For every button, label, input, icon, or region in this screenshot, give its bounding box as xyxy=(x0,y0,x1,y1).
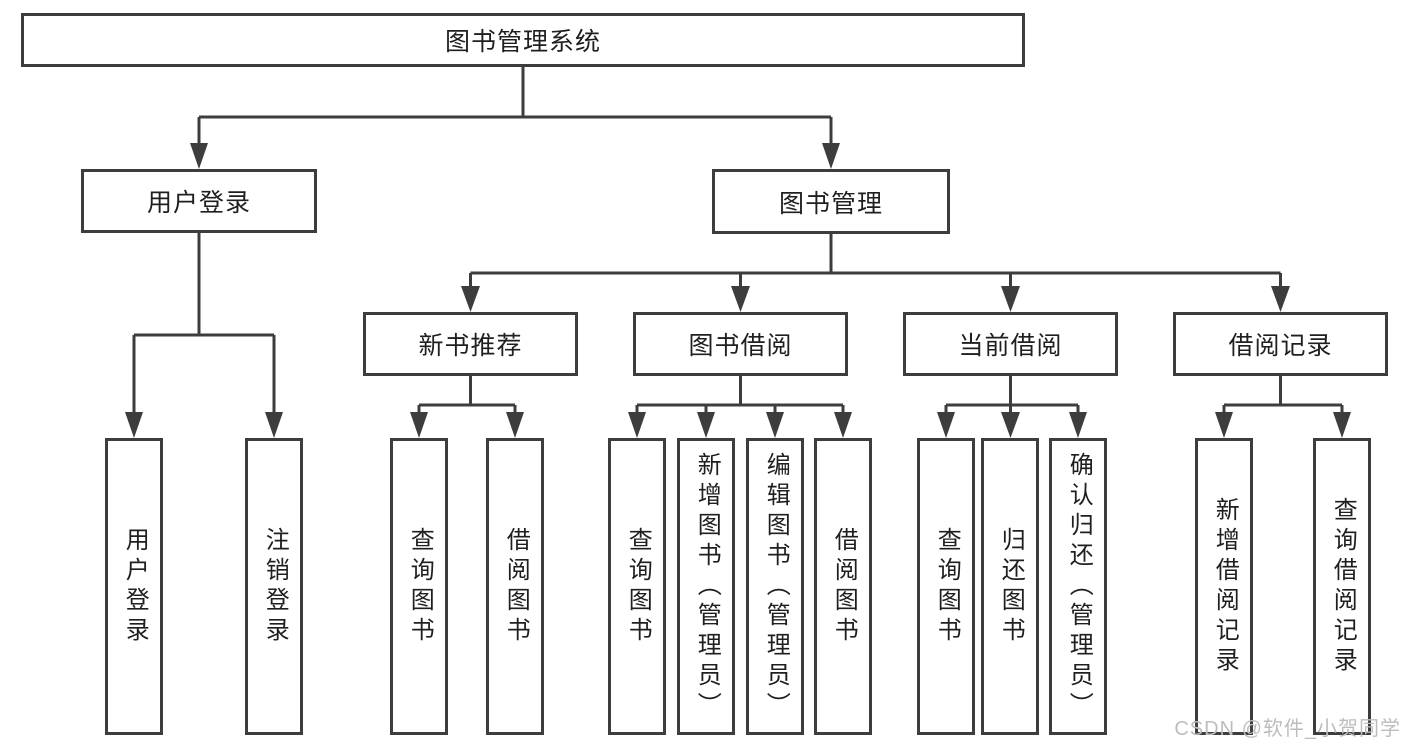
node-label: 归还图书 xyxy=(997,526,1025,647)
node-label: 借阅记录 xyxy=(1228,332,1333,360)
connector-line xyxy=(197,67,833,143)
connector-new-book-recommendation-branch xyxy=(410,376,524,438)
node-label: 用户登录 xyxy=(121,526,149,647)
node-label: 用户登录 xyxy=(146,189,251,217)
arrowhead xyxy=(1271,286,1290,312)
connector-borrow-records-branch xyxy=(1215,376,1351,438)
leaf-logout: 注销登录 xyxy=(245,438,303,735)
arrowhead xyxy=(125,412,143,438)
node-label: 注销登录 xyxy=(261,526,289,647)
leaf-return-books: 归还图书 xyxy=(981,438,1039,735)
node-label: 新增借阅记录 xyxy=(1211,496,1239,677)
arrowhead xyxy=(1001,286,1020,312)
node-label: 新书推荐 xyxy=(418,332,523,360)
arrowhead xyxy=(506,412,524,438)
node-label: 确认归还（管理员） xyxy=(1065,451,1093,722)
arrowhead xyxy=(697,412,715,438)
node-label: 查询图书 xyxy=(933,526,961,647)
connector-line xyxy=(132,233,276,414)
connector-line xyxy=(635,376,845,414)
connector-line xyxy=(469,233,1282,288)
leaf-query-borrow-record: 查询借阅记录 xyxy=(1313,438,1371,735)
arrowhead xyxy=(822,143,840,169)
arrowhead xyxy=(1069,412,1087,438)
watermark: CSDN @软件_小贺同学 xyxy=(1174,718,1401,740)
node-label: 借阅图书 xyxy=(502,526,530,647)
leaf-query-books-borrowing: 查询图书 xyxy=(608,438,666,735)
connector-user-login-branch xyxy=(125,233,283,438)
leaf-query-books-recommend: 查询图书 xyxy=(390,438,448,735)
node-new-book-recommendation: 新书推荐 xyxy=(363,312,578,376)
node-borrow-records: 借阅记录 xyxy=(1173,312,1388,376)
node-label: 图书借阅 xyxy=(688,332,793,360)
leaf-add-borrow-record: 新增借阅记录 xyxy=(1195,438,1253,735)
leaf-borrow-books-recommend: 借阅图书 xyxy=(486,438,544,735)
leaf-borrow-books-borrowing: 借阅图书 xyxy=(814,438,872,735)
leaf-add-books-admin: 新增图书（管理员） xyxy=(677,438,735,735)
leaf-edit-books-admin: 编辑图书（管理员） xyxy=(746,438,804,735)
arrowhead xyxy=(190,143,208,169)
node-label: 图书管理系统 xyxy=(444,28,601,56)
arrowhead xyxy=(628,412,646,438)
arrowhead xyxy=(766,412,784,438)
arrowhead xyxy=(461,286,480,312)
node-label: 图书管理 xyxy=(778,189,883,218)
arrowhead xyxy=(1333,412,1351,438)
leaf-query-books-current: 查询图书 xyxy=(917,438,975,735)
arrowhead xyxy=(1215,412,1233,438)
arrowhead xyxy=(1001,412,1020,438)
leaf-confirm-return-admin: 确认归还（管理员） xyxy=(1049,438,1107,735)
arrowhead xyxy=(834,412,852,438)
arrowhead xyxy=(410,412,428,438)
node-label: 查询借阅记录 xyxy=(1329,496,1357,677)
node-label: 新增图书（管理员） xyxy=(693,451,721,722)
connector-root-to-level2 xyxy=(190,67,840,169)
node-book-borrowing: 图书借阅 xyxy=(633,312,848,376)
leaf-user-login: 用户登录 xyxy=(105,438,163,735)
arrowhead xyxy=(731,286,750,312)
connector-line xyxy=(944,376,1080,414)
arrowhead xyxy=(937,412,955,438)
connector-book-management-branch xyxy=(461,233,1290,312)
connector-line xyxy=(417,376,517,414)
node-library-management-system: 图书管理系统 xyxy=(21,13,1025,67)
node-label: 当前借阅 xyxy=(958,332,1063,360)
connector-line xyxy=(1222,376,1344,414)
node-label: 编辑图书（管理员） xyxy=(762,451,790,722)
node-current-borrowing: 当前借阅 xyxy=(903,312,1118,376)
connector-book-borrowing-branch xyxy=(628,376,852,438)
node-label: 借阅图书 xyxy=(830,526,858,647)
node-label: 查询图书 xyxy=(406,526,434,647)
node-book-management: 图书管理 xyxy=(712,169,950,234)
connector-current-borrowing-branch xyxy=(937,376,1087,438)
node-user-login: 用户登录 xyxy=(81,169,317,233)
node-label: 查询图书 xyxy=(624,526,652,647)
arrowhead xyxy=(265,412,283,438)
